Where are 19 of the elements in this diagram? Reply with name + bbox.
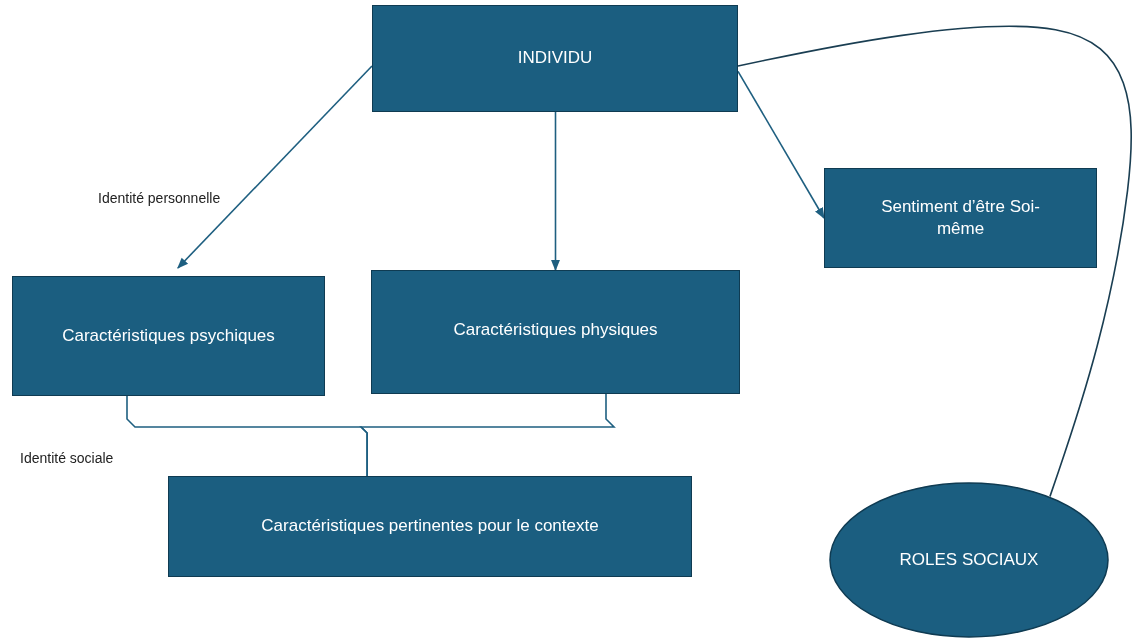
node-label: Caractéristiques pertinentes pour le contexte xyxy=(261,515,599,538)
node-label: Caractéristiques physiques xyxy=(453,319,658,341)
process-box xyxy=(372,5,738,112)
process-box xyxy=(12,276,325,396)
annotation-label: Identité personnelle xyxy=(98,190,221,206)
node-label: ROLES SOCIAUX xyxy=(899,548,1039,571)
process-box xyxy=(824,168,1097,268)
arrow xyxy=(551,111,560,272)
ellipse-node xyxy=(829,482,1109,638)
node-label: INDIVIDU xyxy=(517,47,593,70)
curved-line xyxy=(737,25,1132,498)
annotation-label: Identité sociale xyxy=(20,450,114,466)
process-box xyxy=(371,270,740,394)
process-box xyxy=(168,476,692,577)
arrow xyxy=(737,70,825,219)
node-label: Caractéristiques psychiques xyxy=(62,324,275,347)
node-label: Sentiment d’être Soi-même xyxy=(880,195,1041,240)
arrow xyxy=(177,65,373,269)
brace-line xyxy=(359,393,616,477)
